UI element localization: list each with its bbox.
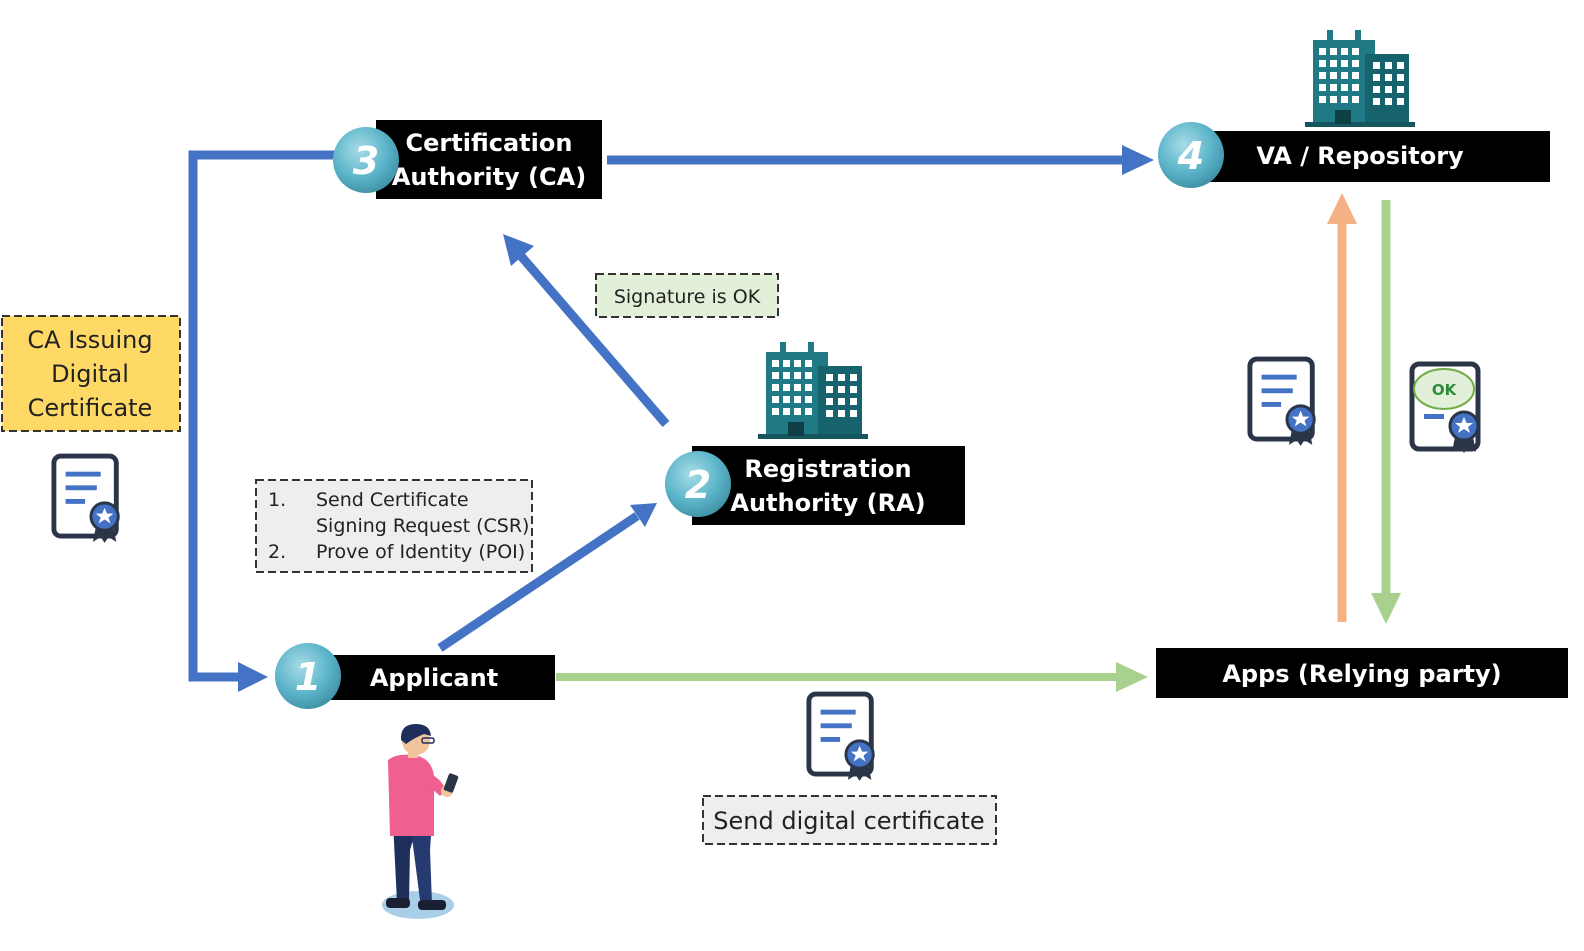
arrowhead-ca-to-applicant [238,662,268,692]
arrowhead-ra-to-ca [503,234,534,266]
arrows [188,145,1401,692]
note-csr-item1-line1: Send Certificate [316,489,469,511]
note-csr-box [255,479,533,573]
node-ca-box [376,120,602,199]
node-applicant-label: Applicant [370,664,498,692]
number-4: 4 [1177,134,1204,178]
certificate-icon-request [1250,359,1314,446]
note-signature-ok-text: Signature is OK [614,286,761,308]
arrowhead-applicant-to-apps [1116,662,1148,692]
arrow-applicant-to-ra [437,512,640,652]
node-ra-line2: Authority (RA) [730,489,925,517]
building-icon-va [1305,30,1415,127]
note-ca-issuing-line2: Digital [51,360,129,388]
ok-badge-text: OK [1432,381,1458,399]
node-apps-box [1156,648,1568,698]
note-ca-issuing-line1: CA Issuing [27,326,152,354]
node-va: VA / Repository 4 [1158,30,1550,188]
certificate-icon-send [809,694,873,781]
node-ra-line1: Registration [744,455,911,483]
number-1: 1 [295,655,321,699]
number-circle-3 [333,127,399,193]
arrowhead-va-to-apps [1371,593,1401,624]
number-circle-2 [665,451,731,517]
note-ca-issuing: CA Issuing Digital Certificate [1,315,181,432]
arrow-ca-to-applicant [188,150,335,682]
node-ca: Certification Authority (CA) 3 [333,120,602,199]
note-signature-ok: Signature is OK [595,273,779,318]
arrow-ra-to-ca [517,253,670,427]
certificate-icon-left [54,456,118,543]
node-ra-box [692,446,965,525]
note-send-cert: Send digital certificate [702,795,997,845]
node-apps: Apps (Relying party) [1156,648,1568,698]
number-2: 2 [685,463,711,507]
note-csr-item2-num: 2. [268,541,286,563]
note-ca-issuing-box [1,315,181,432]
note-csr: 1. Send Certificate Signing Request (CSR… [255,479,533,573]
note-send-cert-text: Send digital certificate [713,807,984,835]
person-icon [382,724,459,919]
node-applicant-box [330,655,555,700]
note-ca-issuing-line3: Certificate [28,394,153,422]
arrowhead-apps-to-va [1327,193,1357,224]
number-circle-1 [275,643,341,709]
note-send-cert-box [702,795,997,845]
number-3: 3 [353,139,379,183]
note-csr-item1-line2: Signing Request (CSR) [316,515,529,537]
note-csr-item2-line1: Prove of Identity (POI) [316,541,525,563]
note-signature-ok-box [595,273,779,318]
node-va-box [1210,131,1550,182]
arrowhead-ca-to-va [1122,145,1154,175]
note-csr-item1-num: 1. [268,489,286,511]
arrowhead-applicant-to-ra [630,503,657,527]
node-ca-line2: Authority (CA) [392,163,586,191]
building-icon-ra [758,342,868,439]
node-ra: Registration Authority (RA) 2 [665,342,965,525]
node-apps-label: Apps (Relying party) [1222,660,1501,688]
node-va-label: VA / Repository [1256,142,1464,170]
certificate-ok-icon: OK [1409,361,1481,453]
node-applicant: Applicant 1 [275,643,555,709]
number-circle-4 [1158,122,1224,188]
node-ca-line1: Certification [406,129,573,157]
